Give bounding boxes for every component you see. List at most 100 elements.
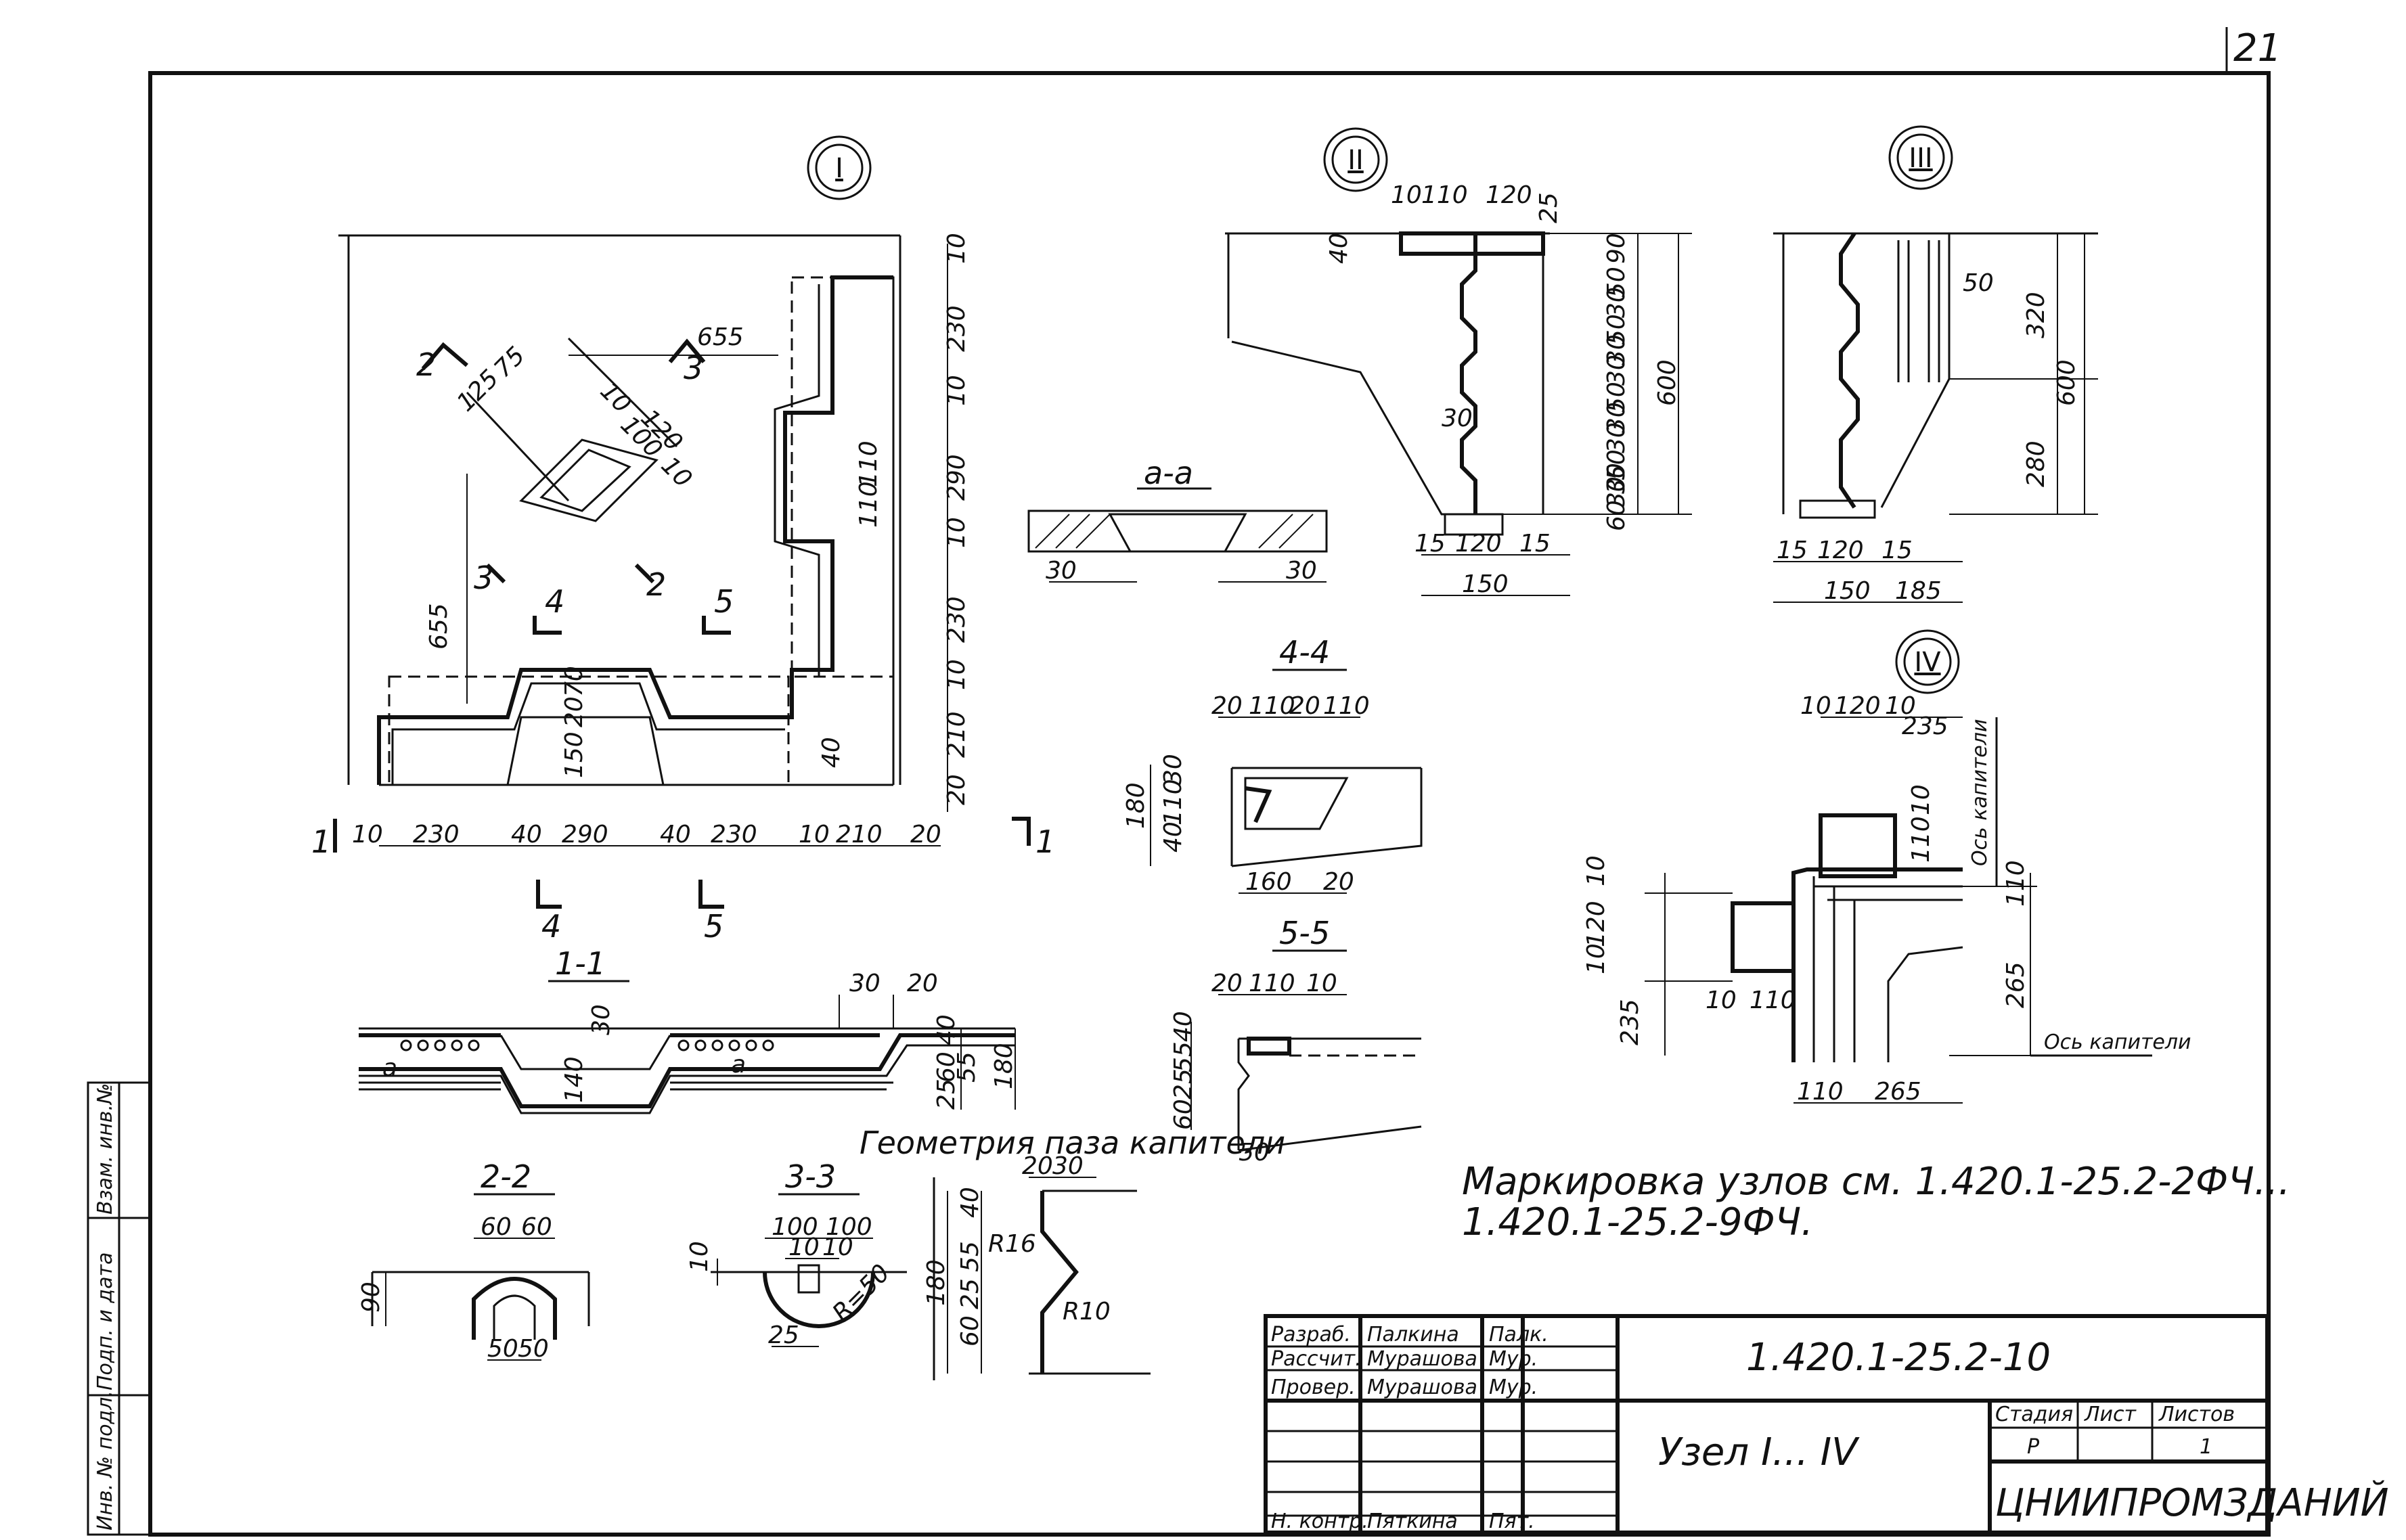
- dim: 125: [451, 365, 504, 417]
- groove-title: Геометрия паза капители: [860, 1125, 1285, 1161]
- tb-role-0: Разраб.: [1271, 1323, 1351, 1346]
- dim: 10: [656, 451, 697, 493]
- dim: 290: [943, 454, 971, 501]
- tb-name-1: Мурашова: [1367, 1347, 1477, 1371]
- node-IV-marker: IV: [1895, 629, 1960, 694]
- dim: 110: [1797, 1078, 1844, 1106]
- groove-radius-16: R16: [988, 1230, 1036, 1258]
- dim: 50: [1603, 314, 1630, 345]
- dim: 10: [1907, 784, 1935, 815]
- dim: 110: [1421, 181, 1468, 209]
- dim: 50: [1603, 267, 1630, 298]
- dim: 120: [1486, 181, 1532, 209]
- axis-label-bottom: Ось капители: [2044, 1031, 2191, 1054]
- section-4-4: 4-4 20 110 20 110 180 30 110 40 160 20: [1122, 634, 1423, 896]
- dim: 120: [1455, 530, 1502, 558]
- dim: 25: [1169, 1068, 1197, 1100]
- dim: 15: [1414, 530, 1446, 558]
- section-2-2-title: 2-2: [481, 1158, 531, 1195]
- side-stamp-sign: Подп. и дата: [93, 1252, 117, 1390]
- dim: 55: [953, 1051, 981, 1083]
- dim: 10: [1582, 943, 1610, 974]
- tb-stage-label: Стадия: [1995, 1403, 2073, 1426]
- section-5-5-title: 5-5: [1279, 915, 1330, 951]
- dim: 30: [1603, 463, 1630, 494]
- node-I-diagonal-niche: [466, 337, 678, 522]
- sec-mark-1-right: 1: [1035, 823, 1055, 860]
- node-I-section-marks: 1 1 2 2 3 3 4 4 5 5: [311, 338, 1055, 945]
- dim: 280: [2022, 440, 2050, 487]
- side-stamp-repl: Взам. инв.№: [93, 1083, 117, 1215]
- dim: 30: [1603, 287, 1630, 318]
- dim: 40: [956, 1187, 984, 1218]
- dim: 265: [2002, 961, 2030, 1008]
- dim: 60: [956, 1315, 984, 1346]
- tb-name-0: Палкина: [1367, 1323, 1459, 1346]
- dim: 10: [943, 659, 971, 690]
- side-stamp-inv: Инв. № подл.: [93, 1390, 117, 1531]
- node-I-dimensions: 655 655 125 75 120 100 10 10 10 230 10 1…: [352, 233, 971, 848]
- dim: 230: [943, 596, 971, 643]
- dim: 110: [1907, 816, 1935, 863]
- dim: 110: [1750, 987, 1796, 1014]
- dim: 40: [660, 821, 691, 848]
- dim: 180: [1122, 782, 1150, 829]
- dim: 25: [933, 1079, 960, 1110]
- dim: 10: [788, 1233, 820, 1261]
- sec-mark-2-top: 2: [416, 346, 436, 383]
- dim: 50: [1603, 449, 1630, 480]
- dim: R=50: [827, 1259, 895, 1327]
- dim: 10: [943, 375, 971, 406]
- sec-11-mark-a-right: a: [731, 1051, 746, 1079]
- dim: 60: [933, 1051, 960, 1083]
- section-5-5: 5-5 20 110 10 40 55 25 60 50: [1169, 915, 1422, 1167]
- section-4-4-title: 4-4: [1279, 634, 1330, 671]
- sec-mark-4-top: 4: [545, 583, 564, 620]
- dim: 100: [826, 1213, 872, 1241]
- tb-sheets: 1: [2200, 1435, 2212, 1459]
- dim: 10: [943, 517, 971, 548]
- dim: 10: [943, 233, 971, 264]
- node-IV-marker-label: IV: [1914, 647, 1941, 678]
- dim: 110: [1159, 779, 1187, 825]
- dim: 655: [697, 323, 744, 351]
- node-I-marker-label: I: [835, 153, 843, 184]
- dim: 110: [1323, 692, 1370, 720]
- dim: 30: [1442, 405, 1473, 432]
- dim: 655: [425, 603, 453, 650]
- dim: 15: [1519, 530, 1551, 558]
- dim: 20: [1211, 970, 1243, 997]
- dim: 230: [413, 821, 460, 848]
- dim: 15: [1777, 537, 1808, 564]
- dim: 60: [521, 1213, 552, 1241]
- tb-sheets-label: Листов: [2158, 1403, 2235, 1426]
- page-number-text: 21: [2233, 26, 2281, 70]
- dim: 320: [2022, 292, 2050, 338]
- dim: 60: [1169, 1099, 1197, 1130]
- dim: 50: [1963, 269, 1994, 297]
- dim: 15: [1881, 537, 1913, 564]
- dim: 180: [922, 1259, 950, 1306]
- tb-sign-6: Пят.: [1489, 1510, 1535, 1533]
- dim: 600: [1653, 359, 1681, 406]
- dim: 30: [1286, 557, 1317, 585]
- dim: 230: [711, 821, 757, 848]
- dim: 120: [1582, 901, 1610, 947]
- dim: 600: [2053, 359, 2080, 406]
- dim: 235: [1902, 712, 1948, 740]
- dim: 110: [2002, 860, 2030, 907]
- section-a-a-title: а-а: [1144, 455, 1193, 491]
- node-II-marker-label: II: [1347, 145, 1364, 176]
- dim: 90: [1603, 233, 1630, 264]
- dim: 20: [910, 821, 941, 848]
- axis-label-top: Ось капители: [1968, 719, 1992, 866]
- dim: 160: [1245, 868, 1292, 896]
- dim: 25: [956, 1278, 984, 1309]
- sec-11-mark-a-left: a: [382, 1054, 397, 1082]
- dim: 60: [1603, 500, 1630, 531]
- dim: 10: [595, 377, 636, 418]
- tb-sign-2: Мур.: [1489, 1376, 1538, 1399]
- dim: 20: [1323, 868, 1354, 896]
- dim: 30: [1603, 355, 1630, 386]
- sec-mark-3-top: 3: [684, 350, 703, 386]
